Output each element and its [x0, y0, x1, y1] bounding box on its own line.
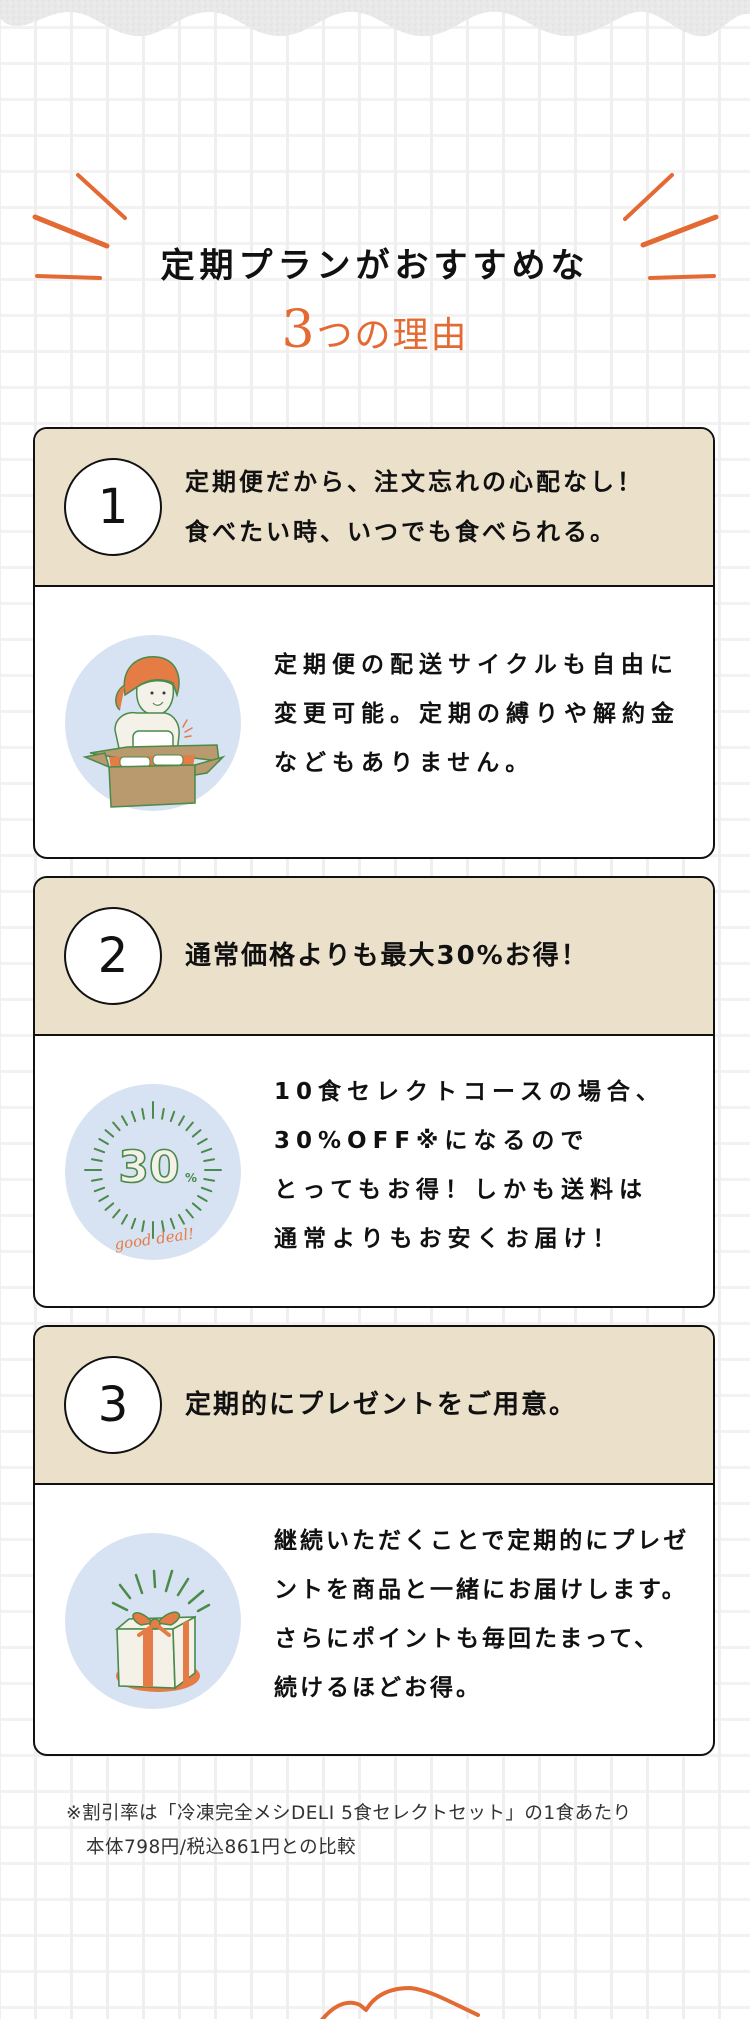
reason-heading: 通常価格よりも最大30%お得！	[185, 878, 693, 1034]
description-line: とってもお得！しかも送料は	[274, 1177, 649, 1203]
30-percent-good-deal-icon: 30 % good deal!	[65, 1084, 241, 1260]
reason-card-3: 3 定期的にプレゼントをご用意。	[33, 1325, 715, 1756]
description-line: 30%OFF※になるので	[274, 1128, 590, 1154]
svg-text:30: 30	[118, 1142, 179, 1193]
reason-number-badge: 3	[64, 1356, 162, 1454]
wavy-paper-edge	[0, 0, 750, 37]
reason-card-header: 3 定期的にプレゼントをご用意。	[35, 1327, 713, 1485]
reason-card-header: 2 通常価格よりも最大30%お得！	[35, 878, 713, 1036]
reason-description: 継続いただくことで定期的にプレゼ ントを商品と一緒にお届けします。 さらにポイン…	[274, 1517, 693, 1713]
reason-number-badge: 1	[64, 458, 162, 556]
subtitle-text: つの理由	[316, 315, 469, 356]
footnote-line: 本体798円/税込861円との比較	[86, 1837, 357, 1858]
reason-heading: 定期的にプレゼントをご用意。	[185, 1327, 693, 1483]
section-title: 定期プランがおすすめな	[160, 246, 590, 286]
svg-text:%: %	[185, 1171, 197, 1185]
reason-card-2: 2 通常価格よりも最大30%お得！ 30 % good deal! 10食セレク…	[33, 876, 715, 1308]
description-line: 定期便の配送サイクルも自由に	[274, 652, 679, 678]
description-line: などもありません。	[274, 750, 535, 776]
reason-card-header: 1 定期便だから、注文忘れの心配なし！ 食べたい時、いつでも食べられる。	[35, 429, 713, 587]
heading-line: 定期便だから、注文忘れの心配なし！	[185, 468, 644, 496]
description-line: ントを商品と一緒にお届けします。	[274, 1577, 688, 1603]
heading-line: 食べたい時、いつでも食べられる。	[185, 518, 617, 546]
heart-outline-decoration	[320, 1986, 480, 2019]
footnote-line: ※割引率は「冷凍完全メシDELI 5食セレクトセット」の1食あたり	[66, 1803, 632, 1824]
reason-card-1: 1 定期便だから、注文忘れの心配なし！ 食べたい時、いつでも食べられる。	[33, 427, 715, 859]
reason-number-badge: 2	[64, 907, 162, 1005]
woman-opening-box-icon	[65, 635, 241, 811]
heading-line: 定期的にプレゼントをご用意。	[185, 1390, 578, 1420]
subtitle-number: 3	[281, 300, 317, 360]
reason-heading: 定期便だから、注文忘れの心配なし！ 食べたい時、いつでも食べられる。	[185, 429, 693, 585]
description-line: 続けるほどお得。	[274, 1675, 482, 1701]
description-line: 継続いただくことで定期的にプレゼ	[274, 1528, 690, 1554]
description-line: 変更可能。定期の縛りや解約金	[274, 701, 680, 727]
heading-line: 通常価格よりも最大30%お得！	[185, 941, 589, 971]
reason-description: 定期便の配送サイクルも自由に 変更可能。定期の縛りや解約金 などもありません。	[274, 641, 693, 788]
description-line: 通常よりもお安くお届け！	[274, 1226, 622, 1252]
description-line: 10食セレクトコースの場合、	[274, 1079, 665, 1105]
gift-box-icon	[65, 1533, 241, 1709]
reason-description: 10食セレクトコースの場合、 30%OFF※になるので とってもお得！しかも送料…	[274, 1068, 693, 1264]
description-line: さらにポイントも毎回たまって、	[274, 1626, 661, 1652]
section-subtitle: 3つの理由	[0, 300, 750, 360]
discount-footnote: ※割引率は「冷凍完全メシDELI 5食セレクトセット」の1食あたり 本体798円…	[66, 1797, 706, 1865]
